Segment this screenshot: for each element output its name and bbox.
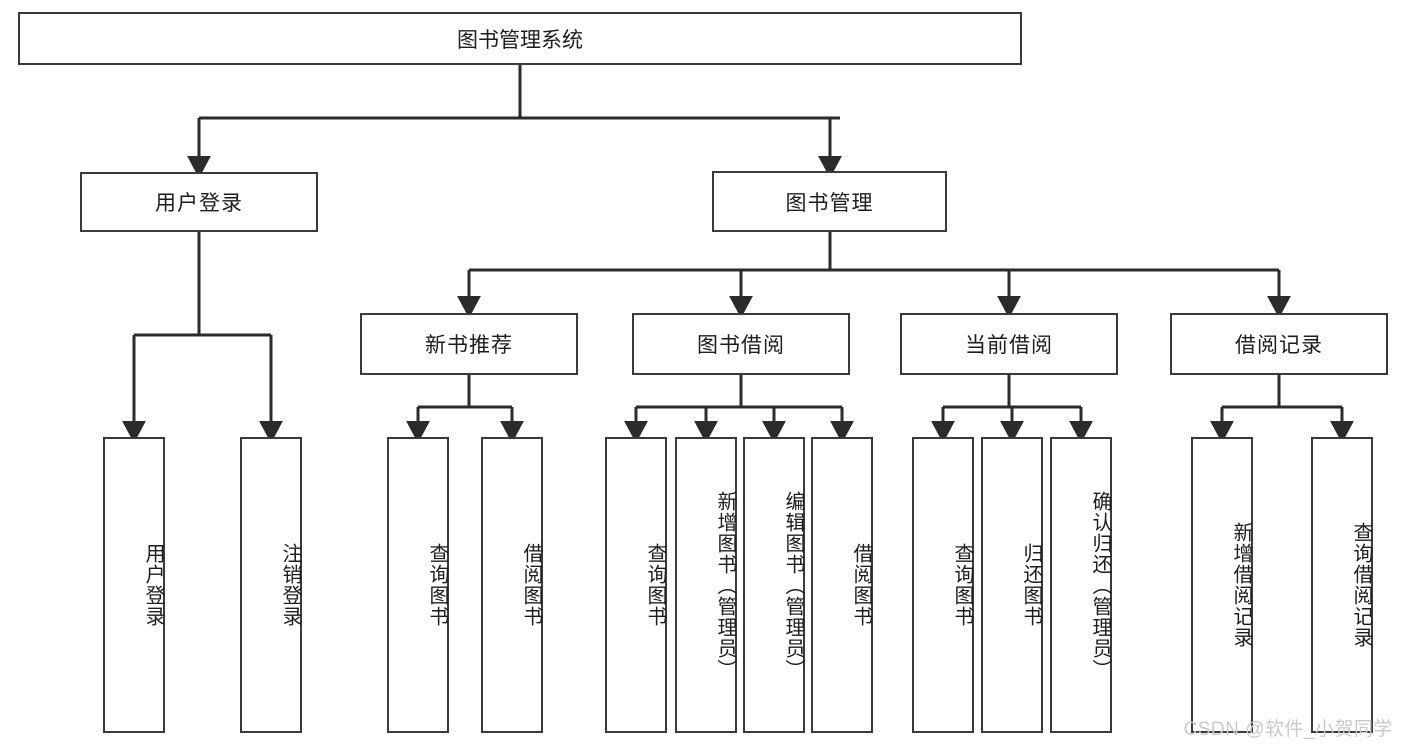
node-current-borrow[interactable]: 当前借阅 [900,313,1118,375]
leaf-label: 确认归还（管理员） [1089,490,1111,680]
leaf-user-login[interactable]: 用户登录 [103,437,165,733]
leaf-newbook-query-book[interactable]: 查询图书 [387,437,449,733]
leaf-record-query[interactable]: 查询借阅记录 [1311,437,1373,733]
leaf-label: 借阅图书 [520,543,542,627]
node-new-book-recommend[interactable]: 新书推荐 [360,313,578,375]
leaf-label: 查询图书 [426,543,448,627]
leaf-logout[interactable]: 注销登录 [240,437,302,733]
node-book-borrow[interactable]: 图书借阅 [632,313,850,375]
node-new-book-recommend-label: 新书推荐 [425,334,513,357]
leaf-newbook-borrow-book[interactable]: 借阅图书 [481,437,543,733]
leaf-label: 查询借阅记录 [1350,522,1372,648]
leaf-label: 查询图书 [644,543,666,627]
node-borrow-record[interactable]: 借阅记录 [1170,313,1388,375]
leaf-current-confirm-return[interactable]: 确认归还（管理员） [1050,437,1112,733]
node-book-management-label: 图书管理 [785,191,874,215]
node-root[interactable]: 图书管理系统 [18,12,1022,65]
node-borrow-record-label: 借阅记录 [1235,334,1323,357]
leaf-borrow-add-book[interactable]: 新增图书（管理员） [675,437,737,733]
leaf-label: 新增图书（管理员） [714,490,736,680]
leaf-borrow-borrow-book[interactable]: 借阅图书 [811,437,873,733]
leaf-label: 编辑图书（管理员） [782,490,804,680]
leaf-borrow-query-book[interactable]: 查询图书 [605,437,667,733]
leaf-current-return-book[interactable]: 归还图书 [981,437,1043,733]
node-user-login[interactable]: 用户登录 [80,172,318,232]
leaf-label: 归还图书 [1020,543,1042,627]
node-current-borrow-label: 当前借阅 [965,334,1053,357]
leaf-label: 用户登录 [142,543,164,627]
leaf-label: 新增借阅记录 [1230,522,1252,648]
node-user-login-label: 用户登录 [155,192,243,215]
node-root-label: 图书管理系统 [457,28,583,52]
node-book-management[interactable]: 图书管理 [712,171,947,232]
leaf-record-add[interactable]: 新增借阅记录 [1191,437,1253,733]
node-book-borrow-label: 图书借阅 [697,334,785,357]
leaf-label: 查询图书 [951,543,973,627]
leaf-label: 注销登录 [279,543,301,627]
leaf-label: 借阅图书 [850,543,872,627]
leaf-current-query-book[interactable]: 查询图书 [912,437,974,733]
leaf-borrow-edit-book[interactable]: 编辑图书（管理员） [743,437,805,733]
watermark: CSDN @软件_小贺同学 [1183,719,1393,740]
